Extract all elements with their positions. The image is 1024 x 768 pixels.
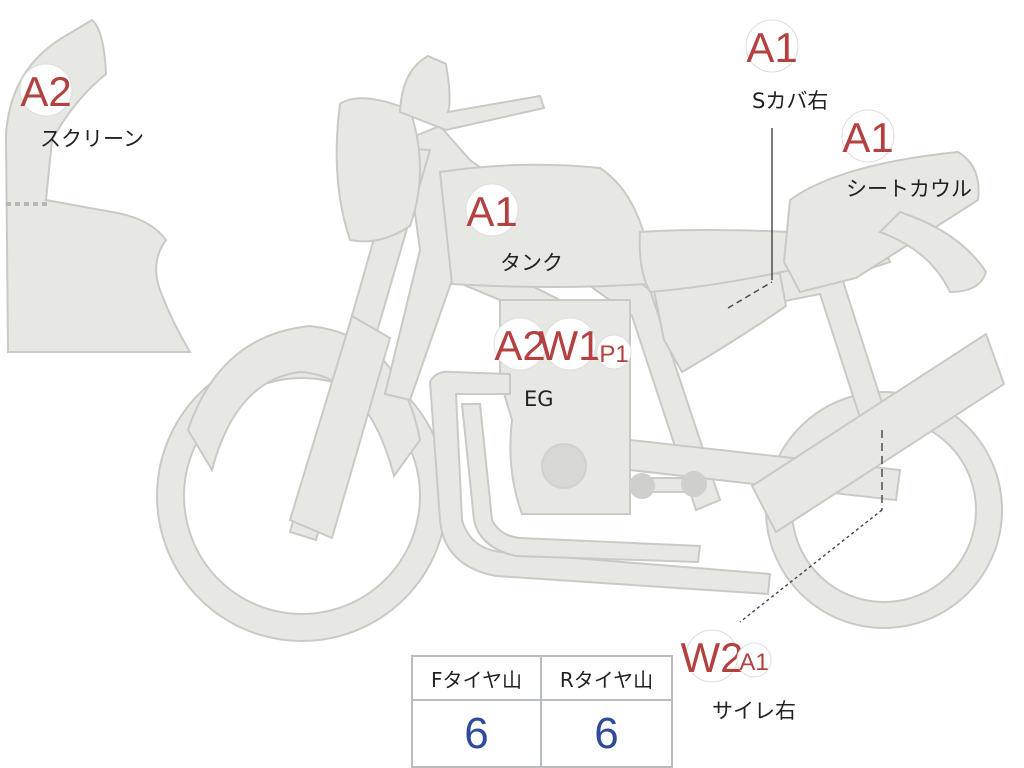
front-tire-header: Fタイヤ山 xyxy=(413,657,542,701)
headlight xyxy=(335,97,421,243)
engine-label: EG xyxy=(524,387,554,411)
handlebar xyxy=(398,54,546,132)
screen-label: スクリーン xyxy=(40,127,144,151)
seat-part xyxy=(638,229,802,294)
svg-text:W1: W1 xyxy=(539,322,602,369)
seat-cowl-part xyxy=(782,150,980,294)
svg-text:A1: A1 xyxy=(746,24,797,71)
svg-text:P1: P1 xyxy=(599,341,628,368)
screen-grade-badge: A2 xyxy=(19,63,73,117)
rear-tire-value: 6 xyxy=(594,708,619,758)
rear-fender xyxy=(878,210,988,294)
tire-tread-table: Fタイヤ山 Rタイヤ山 6 6 xyxy=(411,655,673,768)
seat-cowl-label: シートカウル xyxy=(846,177,972,201)
svg-text:W2: W2 xyxy=(681,634,744,681)
svg-text:A1: A1 xyxy=(842,114,893,161)
front-tire-value: 6 xyxy=(413,701,542,766)
svg-text:A1: A1 xyxy=(739,649,768,676)
muffler-part xyxy=(750,332,1006,534)
exhaust-pipe xyxy=(428,370,772,596)
side-cover-label: Sカバ右 xyxy=(752,89,828,113)
exhaust-pipe-lower xyxy=(460,403,702,564)
rear-tire-header: Rタイヤ山 xyxy=(542,657,671,701)
fork-slider xyxy=(288,314,392,540)
svg-text:A1: A1 xyxy=(466,188,517,235)
engine-grade-badge-w1: W1 xyxy=(539,317,602,371)
footpeg-end xyxy=(681,471,707,497)
svg-text:A2: A2 xyxy=(20,68,71,115)
engine-grade-badge-p1: P1 xyxy=(596,334,632,370)
tank-label: タンク xyxy=(500,251,563,275)
muffler-grade-badge-a1: A1 xyxy=(736,642,772,678)
tank-grade-badge: A1 xyxy=(465,183,519,237)
side-cover-dash xyxy=(727,281,773,309)
engine-grade-badge-a2: A2 xyxy=(493,317,547,371)
seat-cowl-grade-badge: A1 xyxy=(841,109,895,163)
side-cover-grade-badge: A1 xyxy=(745,19,799,73)
engine-cover xyxy=(541,443,587,489)
muffler-grade-badge-w2: W2 xyxy=(681,629,744,683)
muffler-label: サイレ右 xyxy=(712,699,796,723)
footpeg-end xyxy=(629,473,655,499)
svg-text:A2: A2 xyxy=(494,322,545,369)
muffler-leader-2 xyxy=(739,509,883,623)
